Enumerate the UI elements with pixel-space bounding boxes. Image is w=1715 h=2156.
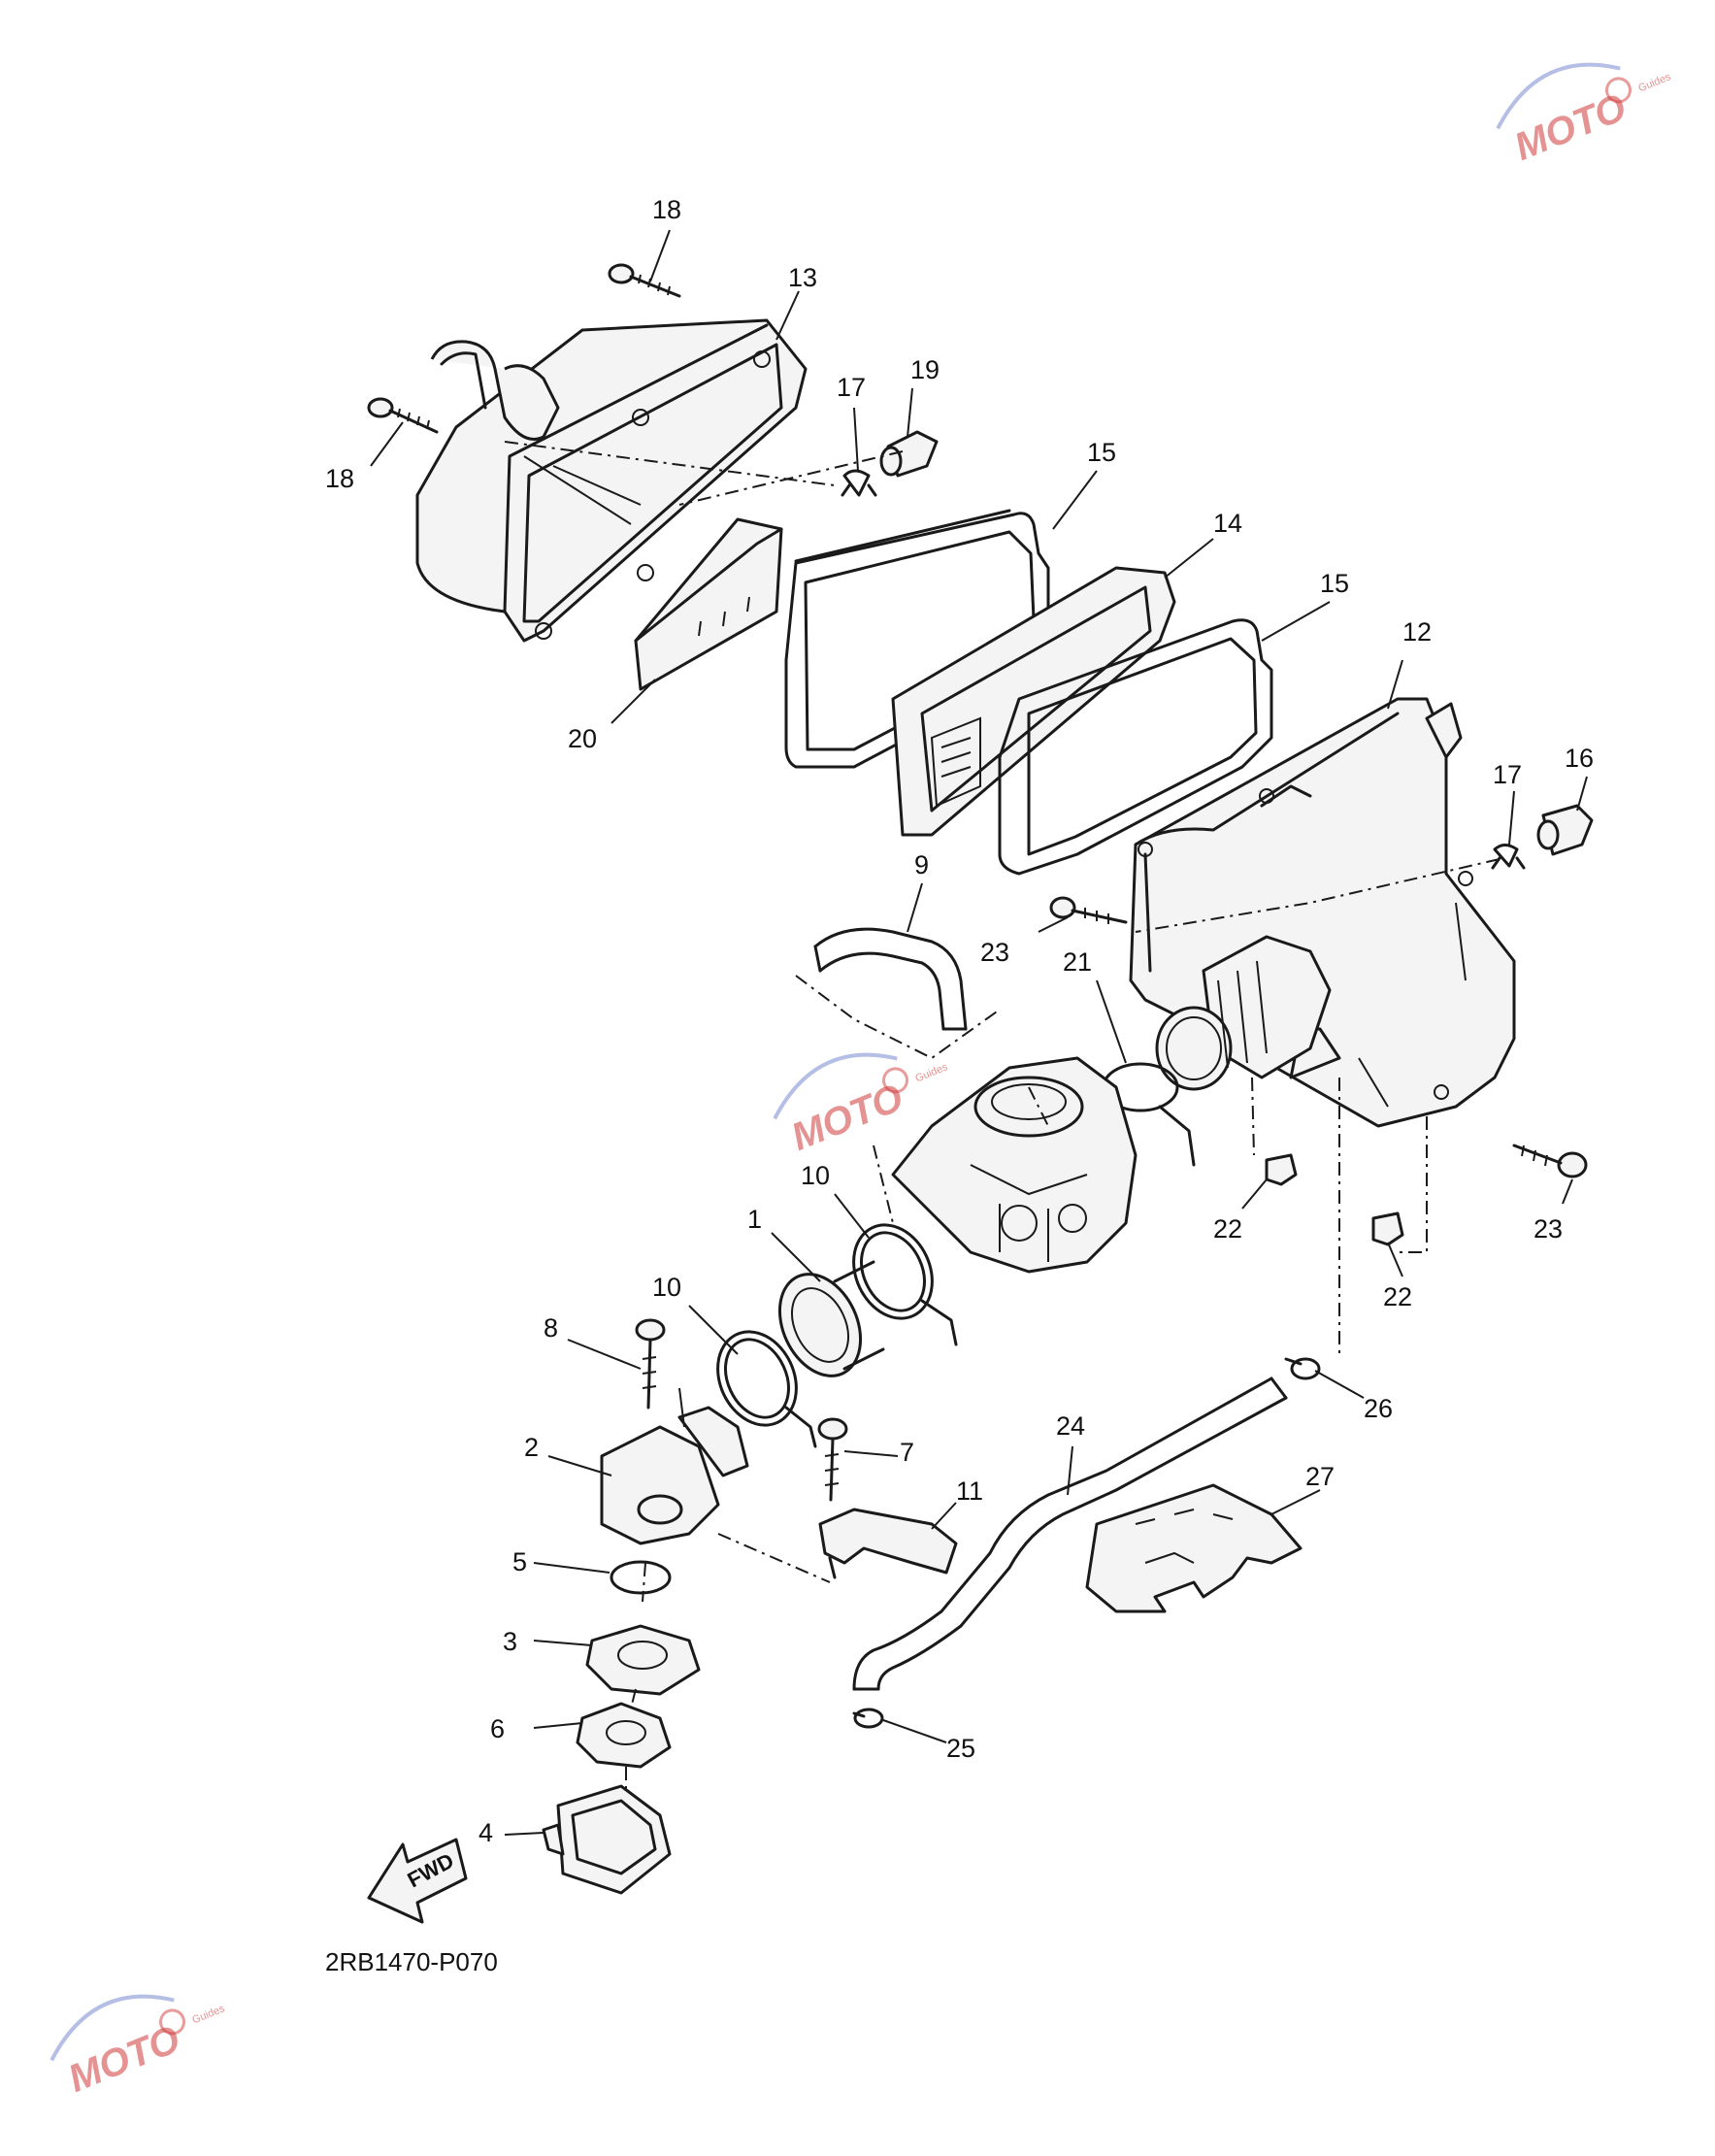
callout-1: 1 xyxy=(747,1205,762,1234)
watermark-bottom-left: MOTO Guides xyxy=(49,1994,227,2101)
leader-lines xyxy=(370,229,1588,1836)
callout-12: 12 xyxy=(1402,617,1432,647)
plate-27 xyxy=(1085,1483,1303,1613)
watermark-tagline: Guides xyxy=(190,2003,226,2026)
watermark-tagline: Guides xyxy=(1636,71,1672,94)
callout-4: 4 xyxy=(478,1818,493,1847)
assembly-lines xyxy=(504,441,1501,1791)
plug-16 xyxy=(1536,804,1594,856)
callout-17-top: 17 xyxy=(837,373,866,402)
callout-7: 7 xyxy=(900,1438,914,1467)
callout-3: 3 xyxy=(503,1627,517,1656)
callout-10-lower: 10 xyxy=(652,1273,681,1302)
callout-18-left: 18 xyxy=(325,464,354,493)
diagram-code: 2RB1470-P070 xyxy=(325,1947,498,1976)
clip-25 xyxy=(852,1708,884,1729)
clip-26 xyxy=(1284,1357,1321,1380)
callout-15-first: 15 xyxy=(1087,438,1116,467)
grommet-22-right xyxy=(1371,1211,1404,1246)
hose-9 xyxy=(813,927,968,1031)
callout-26: 26 xyxy=(1364,1394,1393,1423)
screw-18-left xyxy=(367,397,439,434)
callout-23-lower: 23 xyxy=(1534,1214,1563,1244)
callout-18-top: 18 xyxy=(652,195,681,224)
callout-21: 21 xyxy=(1063,947,1092,977)
watermark-brand: MOTO xyxy=(1508,86,1632,169)
watermark-brand: MOTO xyxy=(785,1077,908,1159)
clamp-10-upper xyxy=(852,1223,958,1346)
callout-10-upper: 10 xyxy=(801,1161,830,1190)
callout-11: 11 xyxy=(956,1476,983,1506)
callout-15-second: 15 xyxy=(1320,569,1349,598)
bolt-7 xyxy=(817,1417,848,1502)
callout-9: 9 xyxy=(914,850,929,879)
clip-17-right xyxy=(1491,844,1526,870)
callout-22-center: 22 xyxy=(1213,1214,1242,1244)
bolt-8 xyxy=(635,1318,666,1410)
intake-manifold-2 xyxy=(600,1387,749,1545)
callout-16: 16 xyxy=(1565,744,1594,773)
sponge-element-20 xyxy=(634,517,783,691)
o-ring-5 xyxy=(610,1560,672,1595)
watermark-brand: MOTO xyxy=(62,2018,185,2101)
seal-15-second xyxy=(998,618,1273,876)
bolt-23-lower xyxy=(1512,1144,1588,1178)
callout-5: 5 xyxy=(512,1547,527,1576)
callout-24: 24 xyxy=(1056,1411,1085,1441)
watermark-tagline: Guides xyxy=(913,1061,949,1084)
callout-14: 14 xyxy=(1213,509,1242,538)
insulator-4 xyxy=(542,1784,672,1895)
callout-20: 20 xyxy=(568,724,597,753)
bolt-23-upper xyxy=(1049,896,1128,924)
hose-24 xyxy=(852,1377,1288,1691)
callout-numbers: 18 13 17 19 18 15 14 15 12 20 17 16 9 23… xyxy=(325,195,1594,1847)
filter-element-14 xyxy=(891,566,1176,837)
watermark-top-right: MOTO Guides xyxy=(1496,62,1673,169)
grommet-22-center xyxy=(1265,1153,1298,1186)
callout-6: 6 xyxy=(490,1714,505,1743)
clamp-10-lower xyxy=(716,1330,817,1448)
plug-19 xyxy=(879,430,939,478)
fwd-arrow: FWD xyxy=(367,1838,468,1924)
callout-23-upper: 23 xyxy=(980,938,1009,967)
air-cleaner-cap xyxy=(415,318,808,643)
callout-27: 27 xyxy=(1305,1462,1335,1491)
carburetor xyxy=(873,1056,1138,1274)
callout-8: 8 xyxy=(544,1313,558,1343)
gasket-6 xyxy=(576,1702,672,1769)
bracket-11 xyxy=(818,1508,958,1579)
joint-21 xyxy=(1155,935,1332,1091)
screw-18-top xyxy=(608,263,681,298)
callout-13: 13 xyxy=(788,263,817,292)
callout-25: 25 xyxy=(946,1734,975,1763)
callout-2: 2 xyxy=(524,1433,539,1462)
joint-3 xyxy=(585,1624,701,1696)
clip-17-top xyxy=(841,469,877,497)
carburetor-joint-1 xyxy=(777,1260,885,1377)
callout-22-right: 22 xyxy=(1383,1282,1412,1311)
callout-19: 19 xyxy=(910,355,940,384)
callout-17-right: 17 xyxy=(1493,760,1522,789)
